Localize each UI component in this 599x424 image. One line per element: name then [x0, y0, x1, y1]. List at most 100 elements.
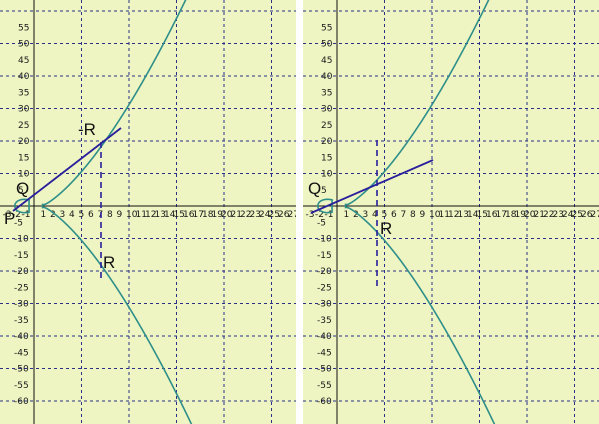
x-tick-label: 16: [183, 210, 195, 220]
x-tick-label: 17: [496, 210, 507, 220]
x-tick-label: 5: [79, 210, 85, 220]
y-tick-label: -30: [14, 300, 29, 310]
x-tick-label: 3: [60, 210, 66, 220]
y-tick-label: 15: [321, 153, 332, 163]
x-tick-label: 10: [429, 210, 441, 220]
x-tick-label: 15: [477, 210, 488, 220]
secant-line-right: [310, 159, 434, 214]
panel-divider: [296, 0, 303, 424]
y-tick-label: 5: [321, 186, 327, 196]
x-tick-label: -2: [315, 210, 324, 220]
x-tick-label: 4: [372, 210, 378, 220]
secant-line-left: [12, 127, 122, 212]
y-tick-label: 15: [18, 153, 29, 163]
x-tick-label: 3: [363, 210, 369, 220]
graph-panel-left: -3-2-11234567891011121314151617181920212…: [0, 0, 296, 424]
y-tick-label: -15: [317, 251, 332, 261]
y-tick-label: 10: [321, 170, 333, 180]
elliptic-curve-right: [317, 0, 496, 424]
elliptic-curve-left: [14, 0, 193, 424]
x-tick-label: 27: [288, 210, 297, 220]
y-tick-label: 55: [18, 23, 29, 33]
x-tick-label: -2: [12, 210, 21, 220]
y-tick-label: -40: [14, 332, 29, 342]
x-tick-label: 14: [467, 210, 479, 220]
x-tick-label: 11: [439, 210, 450, 220]
y-tick-label: 50: [18, 40, 30, 50]
x-tick-label: 21: [534, 210, 545, 220]
x-tick-label: 18: [202, 210, 214, 220]
x-tick-label: 1: [41, 210, 47, 220]
graph-left-svg: -3-2-11234567891011121314151617181920212…: [0, 0, 296, 424]
x-tick-label: 10: [126, 210, 138, 220]
y-tick-label: 35: [321, 88, 332, 98]
y-tick-label: -5: [14, 218, 23, 228]
y-tick-label: -25: [317, 283, 332, 293]
point-label-q-right: Q: [308, 179, 321, 198]
y-tick-label: -60: [317, 397, 332, 407]
x-tick-label: 24: [259, 210, 271, 220]
point-label-p: P: [4, 209, 15, 228]
x-tick-label: 2: [353, 210, 359, 220]
x-tick-label: 11: [136, 210, 147, 220]
x-tick-label: 23: [250, 210, 261, 220]
x-tick-label: 26: [581, 210, 593, 220]
y-tick-label: 45: [321, 56, 332, 66]
y-tick-label: 25: [18, 121, 29, 131]
x-tick-label: 12: [145, 210, 156, 220]
y-tick-label: -45: [14, 348, 29, 358]
y-tick-label: -50: [14, 365, 29, 375]
y-tick-label: -55: [317, 381, 332, 391]
x-tick-label: 6: [391, 210, 397, 220]
x-tick-label: 13: [155, 210, 166, 220]
y-tick-label: 10: [18, 170, 30, 180]
y-tick-label: -10: [14, 235, 29, 245]
x-tick-label: 1: [344, 210, 350, 220]
y-tick-label: -15: [14, 251, 29, 261]
y-tick-label: 40: [18, 72, 30, 82]
y-tick-label: 30: [321, 105, 333, 115]
x-tick-label: 17: [193, 210, 204, 220]
x-tick-label: 6: [88, 210, 94, 220]
x-tick-label: 8: [107, 210, 113, 220]
x-tick-label: 13: [458, 210, 469, 220]
x-tick-label: 4: [69, 210, 75, 220]
y-tick-label: -60: [14, 397, 29, 407]
y-tick-label: -10: [317, 235, 332, 245]
y-tick-label: -55: [14, 381, 29, 391]
x-tick-label: 26: [278, 210, 290, 220]
y-tick-label: -35: [317, 316, 332, 326]
x-tick-label: 2: [50, 210, 56, 220]
x-tick-label: 25: [269, 210, 280, 220]
x-tick-label: 8: [410, 210, 416, 220]
y-tick-label: 45: [18, 56, 29, 66]
y-tick-label: 55: [321, 23, 332, 33]
x-tick-label: 7: [401, 210, 407, 220]
y-tick-label: -5: [317, 218, 326, 228]
x-tick-label: 24: [562, 210, 574, 220]
x-tick-label: 12: [448, 210, 459, 220]
axes-right: [303, 0, 599, 424]
x-tick-label: 27: [591, 210, 599, 220]
y-tick-label: -40: [317, 332, 332, 342]
y-tick-label: 40: [321, 72, 333, 82]
y-tick-label: 20: [321, 137, 333, 147]
point-label-r: R: [103, 253, 115, 272]
y-tick-label: 5: [18, 186, 24, 196]
x-tick-label: 20: [221, 210, 233, 220]
y-tick-label: 25: [321, 121, 332, 131]
x-tick-label: 14: [164, 210, 176, 220]
x-tick-label: 15: [174, 210, 185, 220]
axes-left: [0, 0, 296, 424]
y-tick-label: -25: [14, 283, 29, 293]
x-tick-label: 18: [505, 210, 517, 220]
y-tick-label: -20: [317, 267, 332, 277]
x-tick-label: 22: [543, 210, 554, 220]
y-tick-label: 30: [18, 105, 30, 115]
x-tick-label: 9: [420, 210, 426, 220]
y-tick-label: -20: [14, 267, 29, 277]
x-tick-label: 23: [553, 210, 564, 220]
